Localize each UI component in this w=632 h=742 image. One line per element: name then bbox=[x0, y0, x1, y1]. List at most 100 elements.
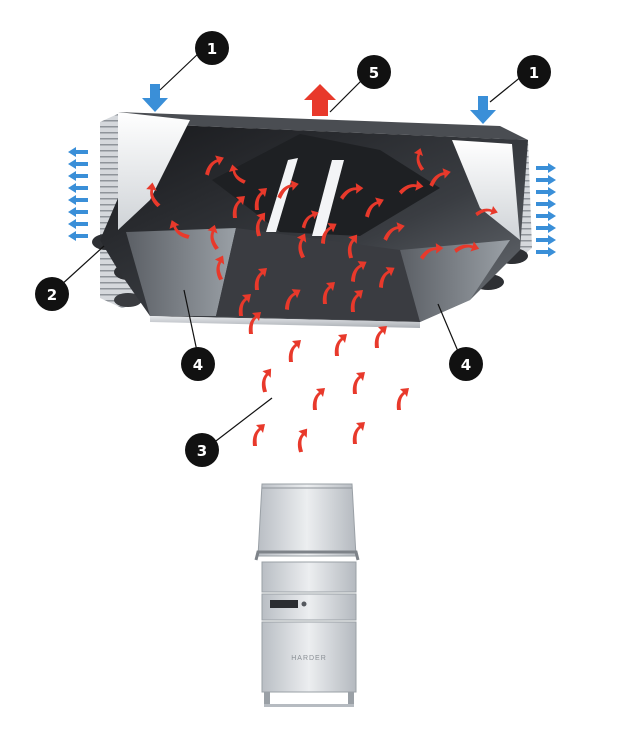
hot-air-arrow bbox=[365, 197, 384, 218]
callout-4-left: 4 bbox=[181, 289, 215, 381]
hot-air-arrow bbox=[214, 255, 225, 281]
hot-air-arrow bbox=[429, 168, 451, 187]
discharge-arrow bbox=[536, 235, 556, 245]
callout-number: 4 bbox=[461, 356, 471, 374]
discharge-arrow bbox=[536, 223, 556, 233]
hot-air-arrow bbox=[398, 180, 424, 195]
callout-4-right: 4 bbox=[437, 303, 483, 381]
hood-bottom-lip bbox=[150, 316, 420, 328]
hot-air-arrow bbox=[252, 424, 265, 446]
hot-air-arrow bbox=[261, 368, 272, 393]
machine-foot-right bbox=[348, 692, 354, 706]
hot-air-arrow bbox=[347, 234, 358, 259]
machine-brand-label: HARDER bbox=[291, 655, 327, 662]
hot-air-arrow bbox=[207, 224, 219, 250]
hot-air-arrow bbox=[296, 233, 307, 259]
hot-air-arrow bbox=[232, 196, 245, 218]
discharge-arrow bbox=[68, 195, 88, 205]
hot-air-arrow bbox=[284, 289, 301, 310]
hot-air-arrow bbox=[238, 294, 251, 316]
callout-5: 5 bbox=[329, 55, 391, 113]
machine-foot-left bbox=[264, 692, 270, 706]
callout-number: 1 bbox=[529, 64, 539, 82]
discharge-arrow bbox=[68, 159, 88, 169]
hot-air-arrow bbox=[301, 210, 319, 229]
hot-air-arrow bbox=[248, 312, 261, 334]
callout-1-left: 1 bbox=[159, 31, 229, 91]
center-lower-plane bbox=[216, 228, 420, 322]
hot-air-arrow bbox=[312, 388, 325, 410]
callout-1-right: 1 bbox=[489, 55, 551, 103]
hot-air-arrow bbox=[146, 182, 161, 208]
hot-air-arrow bbox=[374, 326, 387, 348]
right-discharge-arrows bbox=[536, 163, 556, 257]
discharge-arrow bbox=[68, 183, 88, 193]
fresh-air-inlet-arrows bbox=[142, 84, 496, 124]
hot-air-arrow bbox=[419, 243, 444, 260]
machine-button[interactable] bbox=[301, 601, 307, 607]
discharge-arrow bbox=[536, 247, 556, 257]
hot-air-arrow bbox=[228, 164, 246, 184]
hot-air-arrow bbox=[254, 188, 267, 210]
hot-air-arrow bbox=[396, 388, 409, 410]
extraction-hood bbox=[92, 112, 532, 328]
hot-air-arrow bbox=[334, 334, 347, 356]
hot-air-arrow bbox=[255, 212, 266, 237]
hot-air-arrow bbox=[454, 241, 480, 253]
discharge-arrow bbox=[68, 207, 88, 217]
discharge-arrow bbox=[68, 171, 88, 181]
hot-air-arrows bbox=[146, 148, 498, 453]
discharge-arrow bbox=[536, 199, 556, 209]
inlet-arrow-right bbox=[470, 96, 496, 124]
machine-hood bbox=[257, 483, 357, 557]
right-upper-panel bbox=[452, 140, 520, 240]
hot-air-arrow bbox=[378, 267, 395, 288]
hot-air-arrow bbox=[383, 222, 405, 241]
callout-number: 5 bbox=[369, 64, 379, 82]
hot-air-arrow bbox=[339, 183, 364, 200]
dishwasher-machine: HARDER bbox=[254, 483, 360, 707]
discharge-arrow bbox=[68, 147, 88, 157]
hot-air-arrow bbox=[254, 268, 267, 290]
discharge-arrow bbox=[536, 187, 556, 197]
machine-handle[interactable] bbox=[254, 550, 360, 561]
discharge-arrow bbox=[68, 219, 88, 229]
hot-air-arrow bbox=[350, 290, 363, 312]
left-filter-panel bbox=[126, 228, 236, 316]
hot-air-arrow bbox=[320, 223, 337, 244]
hot-air-arrow bbox=[352, 422, 365, 444]
hot-air-arrow bbox=[169, 220, 190, 239]
discharge-arrow bbox=[536, 163, 556, 173]
hood-top-rim bbox=[118, 112, 528, 140]
callouts: 1 1 5 2 4 4 3 bbox=[35, 31, 551, 467]
hot-air-arrow bbox=[277, 180, 299, 199]
callout-number: 1 bbox=[207, 40, 217, 58]
discharge-arrow bbox=[536, 211, 556, 221]
machine-display[interactable] bbox=[270, 600, 298, 608]
callout-number: 3 bbox=[197, 442, 207, 460]
callout-number: 2 bbox=[47, 286, 57, 304]
hot-air-arrow bbox=[475, 205, 498, 217]
discharge-arrow bbox=[68, 231, 88, 241]
hot-air-arrow bbox=[297, 428, 308, 453]
hot-air-arrow bbox=[288, 340, 301, 362]
hot-air-arrow bbox=[350, 261, 367, 282]
inlet-arrow-left bbox=[142, 84, 168, 112]
callout-2: 2 bbox=[35, 245, 105, 311]
light-slot-right bbox=[312, 160, 344, 236]
left-discharge-arrows bbox=[68, 147, 88, 241]
hot-air-arrow bbox=[205, 155, 224, 176]
callout-3: 3 bbox=[185, 397, 273, 467]
hot-air-arrow bbox=[322, 282, 335, 304]
exhaust-arrow-up bbox=[304, 84, 336, 116]
left-upper-panel bbox=[118, 112, 190, 230]
machine-upper-body bbox=[261, 561, 357, 593]
discharge-arrow bbox=[536, 175, 556, 185]
machine-base-rail bbox=[264, 704, 354, 707]
hot-air-arrow bbox=[413, 148, 425, 171]
machine-lower-body bbox=[261, 621, 357, 693]
callout-number: 4 bbox=[193, 356, 203, 374]
hot-air-arrow bbox=[352, 372, 365, 394]
